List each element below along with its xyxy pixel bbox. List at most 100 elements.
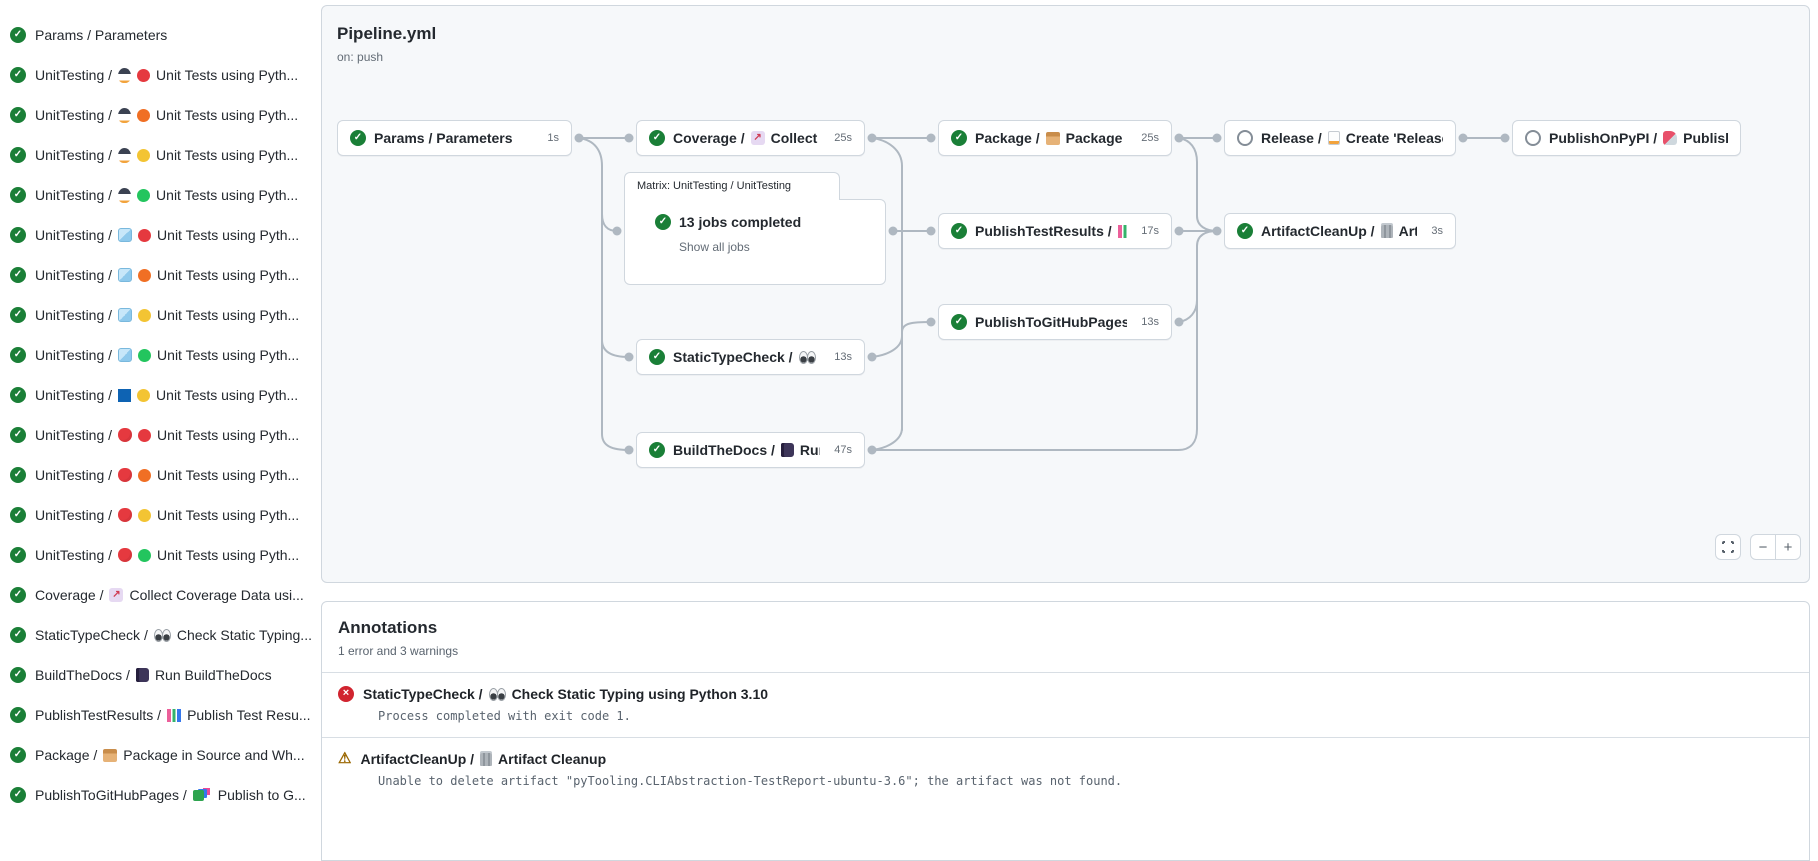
job-label: Publish Test Resu...: [187, 707, 311, 723]
sidebar-job-buildthedocs[interactable]: BuildTheDocs /Run BuildTheDocs: [0, 655, 312, 695]
package-icon: [103, 748, 118, 762]
port-dot: [1174, 317, 1184, 327]
node-coverage[interactable]: Coverage /Collect Cove... 25s: [636, 120, 865, 156]
bar-chart-icon: [167, 708, 182, 722]
sidebar-job-unittesting-ice-orange[interactable]: UnitTesting /Unit Tests using Pyth...: [0, 255, 312, 295]
sidebar-job-coverage[interactable]: Coverage /Collect Coverage Data usi...: [0, 575, 312, 615]
success-icon: [10, 587, 26, 603]
job-label: Unit Tests using Pyth...: [156, 387, 299, 403]
green-circle-icon: [138, 548, 152, 562]
node-release[interactable]: Release /Create 'Release P...: [1224, 120, 1456, 156]
success-icon: [10, 667, 26, 683]
fullscreen-button[interactable]: [1715, 534, 1741, 560]
sidebar-job-unittesting-ice-yellow[interactable]: UnitTesting /Unit Tests using Pyth...: [0, 295, 312, 335]
sidebar-job-unittesting-macos-red[interactable]: UnitTesting /Unit Tests using Pyth...: [0, 415, 312, 455]
node-publishtestresults[interactable]: PublishTestResults /Pu... 17s: [938, 213, 1172, 249]
job-label: Unit Tests using Pyth...: [156, 187, 299, 203]
port-dot: [624, 352, 634, 362]
job-label: Collect Coverage Data usi...: [129, 587, 304, 603]
trash-icon: [1380, 224, 1393, 238]
success-icon: [655, 214, 671, 230]
node-buildthedocs[interactable]: BuildTheDocs /Run Buil... 47s: [636, 432, 865, 468]
workflow-trigger: on: push: [337, 50, 384, 64]
annotation-warning-item: ArtifactCleanUp /Artifact Cleanup Unable…: [322, 737, 1809, 802]
sidebar-job-unittesting-windows-yellow[interactable]: UnitTesting /Unit Tests using Pyth...: [0, 375, 312, 415]
workflow-file-title: Pipeline.yml: [337, 24, 437, 43]
port-dot: [926, 226, 936, 236]
node-package[interactable]: Package /Package in So... 25s: [938, 120, 1172, 156]
port-dot: [1212, 226, 1222, 236]
job-duration: 47s: [834, 444, 852, 456]
success-icon: [10, 307, 26, 323]
success-icon: [10, 147, 26, 163]
success-icon: [10, 427, 26, 443]
zoom-in-button[interactable]: +: [1775, 534, 1801, 560]
annotation-error-link[interactable]: StaticTypeCheck /Check Static Typing usi…: [338, 686, 1793, 702]
red-circle-icon: [137, 68, 151, 82]
sidebar-job-publishtogithubpages[interactable]: PublishToGitHubPages /Publish to G...: [0, 775, 312, 815]
node-artifactcleanup[interactable]: ArtifactCleanUp /Artifac... 3s: [1224, 213, 1456, 249]
node-publishonpypi[interactable]: PublishOnPyPI /Publish to ...: [1512, 120, 1741, 156]
success-icon: [10, 107, 26, 123]
orange-circle-icon: [138, 468, 152, 482]
success-icon: [649, 349, 665, 365]
sidebar-job-params[interactable]: Params / Parameters: [0, 15, 312, 55]
port-dot: [1174, 226, 1184, 236]
success-icon: [10, 547, 26, 563]
windows-square-icon: [118, 388, 132, 402]
sidebar-job-unittesting-ice-green[interactable]: UnitTesting /Unit Tests using Pyth...: [0, 335, 312, 375]
matrix-unittesting-box[interactable]: 13 jobs completed Show all jobs: [624, 199, 886, 285]
yellow-circle-icon: [137, 388, 151, 402]
sidebar-job-unittesting-linux-green[interactable]: UnitTesting /Unit Tests using Pyth...: [0, 175, 312, 215]
annotations-title: Annotations: [338, 618, 438, 637]
success-icon: [10, 187, 26, 203]
ice-cube-icon: [118, 268, 133, 282]
annotations-summary: 1 error and 3 warnings: [338, 644, 459, 658]
apple-icon: [118, 508, 133, 522]
penguin-icon: [118, 147, 132, 163]
error-icon: [338, 686, 354, 702]
job-duration: 25s: [834, 132, 852, 144]
warning-icon: [338, 751, 351, 767]
success-icon: [10, 67, 26, 83]
sidebar-job-unittesting-ice-red[interactable]: UnitTesting /Unit Tests using Pyth...: [0, 215, 312, 255]
sidebar-job-package[interactable]: Package /Package in Source and Wh...: [0, 735, 312, 775]
job-label: Unit Tests using Pyth...: [157, 347, 300, 363]
port-dot: [867, 133, 877, 143]
sidebar-job-unittesting-macos-green[interactable]: UnitTesting /Unit Tests using Pyth...: [0, 535, 312, 575]
orange-circle-icon: [138, 268, 152, 282]
annotation-warning-link[interactable]: ArtifactCleanUp /Artifact Cleanup: [338, 751, 1793, 767]
port-dot: [926, 317, 936, 327]
annotation-warning-message: Unable to delete artifact "pyTooling.CLI…: [378, 774, 1123, 788]
zoom-out-button[interactable]: −: [1750, 534, 1776, 560]
port-dot: [926, 133, 936, 143]
node-params[interactable]: Params / Parameters 1s: [337, 120, 572, 156]
port-dot: [867, 352, 877, 362]
sidebar-job-unittesting-macos-yellow[interactable]: UnitTesting /Unit Tests using Pyth...: [0, 495, 312, 535]
port-dot: [1458, 133, 1468, 143]
node-publishtogithubpages[interactable]: PublishToGitHubPages /... 13s: [938, 304, 1172, 340]
job-label: Unit Tests using Pyth...: [156, 107, 299, 123]
sidebar-job-statictypecheck[interactable]: StaticTypeCheck /Check Static Typing...: [0, 615, 312, 655]
job-duration: 25s: [1141, 132, 1159, 144]
job-label: Unit Tests using Pyth...: [157, 427, 300, 443]
node-statictypecheck[interactable]: StaticTypeCheck /Chec... 13s: [636, 339, 865, 375]
sidebar-job-publishtestresults[interactable]: PublishTestResults /Publish Test Resu...: [0, 695, 312, 735]
sidebar-job-unittesting-linux-orange[interactable]: UnitTesting /Unit Tests using Pyth...: [0, 95, 312, 135]
sidebar-job-unittesting-macos-orange[interactable]: UnitTesting /Unit Tests using Pyth...: [0, 455, 312, 495]
orange-circle-icon: [137, 108, 151, 122]
job-duration: 13s: [834, 351, 852, 363]
eyes-icon: [488, 688, 506, 701]
penguin-icon: [118, 107, 132, 123]
green-circle-icon: [138, 348, 152, 362]
show-all-jobs-link[interactable]: Show all jobs: [679, 240, 750, 254]
sidebar-job-unittesting-linux-yellow[interactable]: UnitTesting /Unit Tests using Pyth...: [0, 135, 312, 175]
book-icon: [780, 443, 794, 457]
job-duration: 3s: [1431, 225, 1443, 237]
red-circle-icon: [138, 228, 152, 242]
success-icon: [10, 787, 26, 803]
memo-icon: [1327, 131, 1340, 145]
trash-icon: [480, 752, 493, 766]
sidebar-job-unittesting-linux-red[interactable]: UnitTesting /Unit Tests using Pyth...: [0, 55, 312, 95]
skipped-icon: [1237, 130, 1253, 146]
